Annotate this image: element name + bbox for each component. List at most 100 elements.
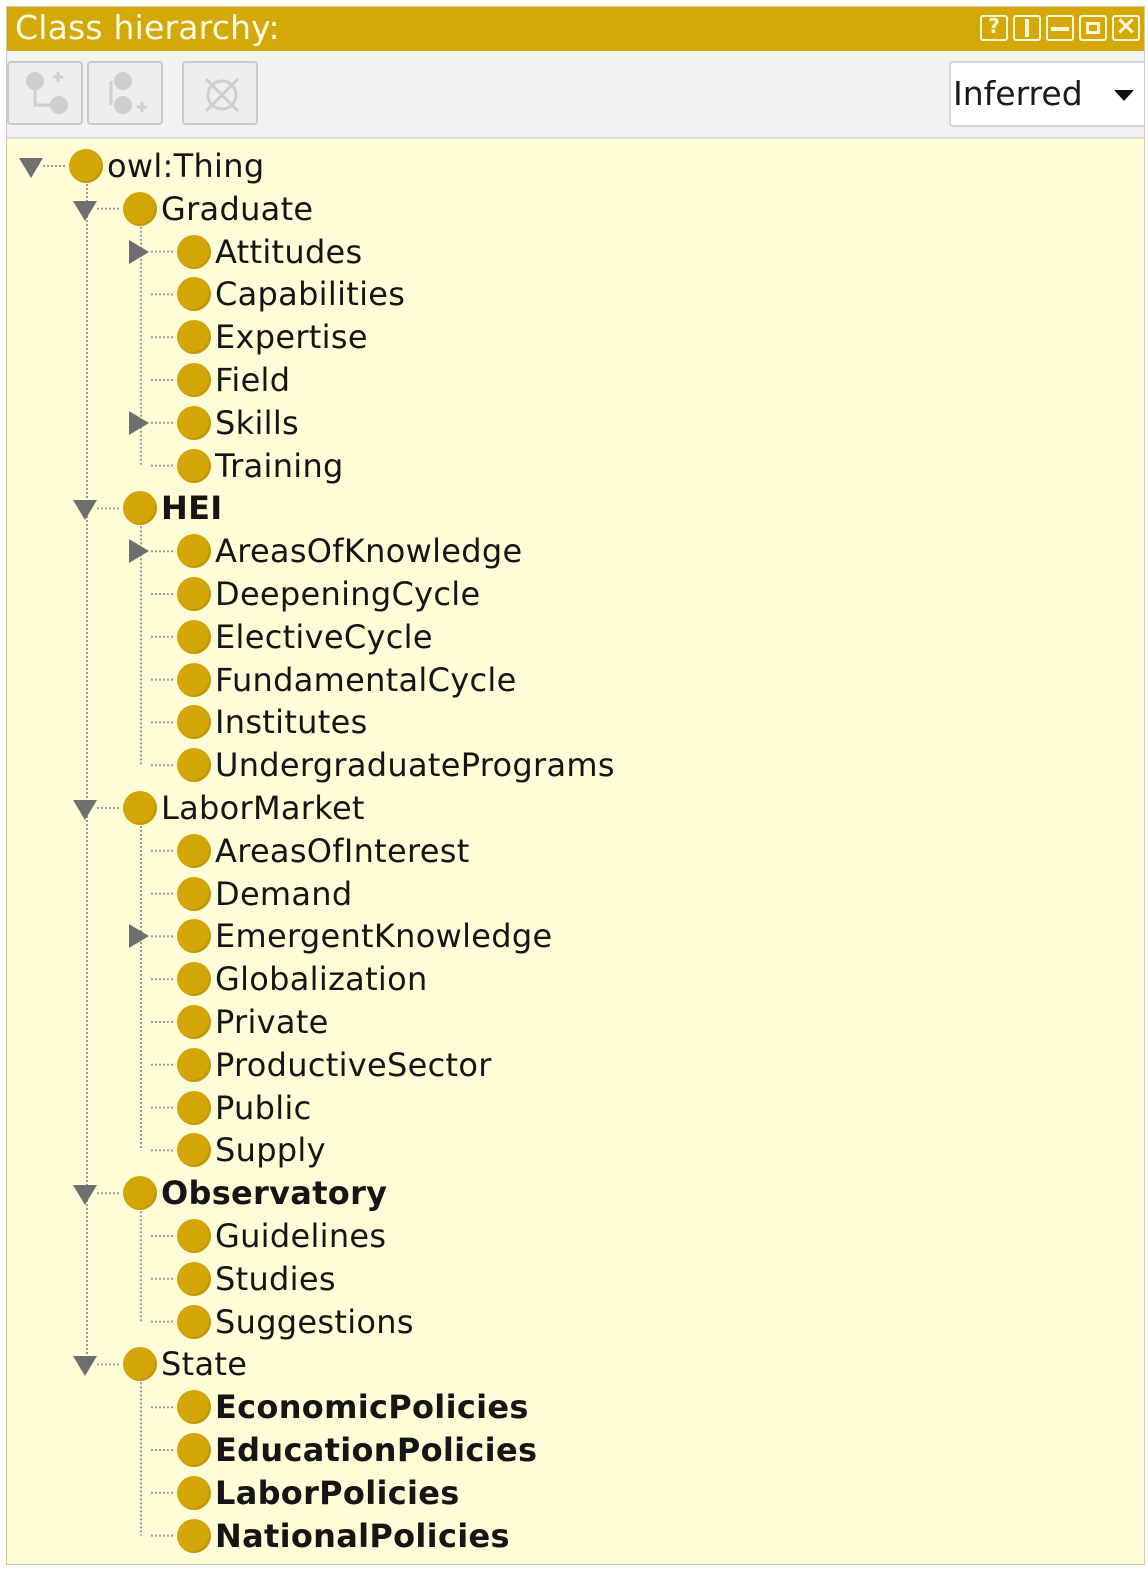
view-mode-value: Inferred: [953, 74, 1083, 113]
class-hierarchy-panel: Class hierarchy:: [6, 6, 1145, 1565]
class-icon: [123, 191, 157, 226]
tree-subclass-node[interactable]: Public: [177, 1087, 312, 1129]
hierarchy-toolbar: Inferred: [7, 51, 1144, 139]
class-icon: [177, 1219, 211, 1253]
class-label: Supply: [215, 1131, 326, 1170]
class-label: Attitudes: [215, 232, 363, 271]
class-label: Private: [215, 1003, 329, 1041]
class-label: Graduate: [161, 189, 314, 228]
tree-class-node[interactable]: Observatory: [73, 1172, 388, 1214]
class-icon: [177, 1005, 211, 1039]
tree-subclass-node[interactable]: Globalization: [177, 958, 428, 1000]
class-label: Field: [215, 361, 291, 399]
class-icon: [123, 491, 157, 526]
collapsed-toggle-icon[interactable]: [127, 410, 151, 435]
class-icon: [177, 1433, 211, 1467]
tree-subclass-node[interactable]: EmergentKnowledge: [129, 915, 553, 957]
tree-subclass-node[interactable]: AreasOfKnowledge: [129, 530, 522, 572]
tree-subclass-node[interactable]: EducationPolicies: [177, 1429, 537, 1471]
class-icon: [177, 577, 211, 611]
class-icon: [177, 320, 211, 355]
tree-class-node[interactable]: State: [73, 1343, 247, 1385]
tree-subclass-node[interactable]: Suggestions: [177, 1301, 414, 1343]
tree-subclass-node[interactable]: Demand: [177, 873, 353, 915]
class-label: AreasOfInterest: [215, 831, 470, 870]
tree-subclass-node[interactable]: Expertise: [177, 316, 368, 358]
tree-subclass-node[interactable]: Guidelines: [177, 1215, 386, 1257]
tree-subclass-node[interactable]: LaborPolicies: [177, 1472, 460, 1514]
close-icon[interactable]: [1112, 11, 1140, 41]
tree-subclass-node[interactable]: DeepeningCycle: [177, 573, 480, 615]
class-icon: [177, 833, 211, 868]
class-label: LaborMarket: [161, 789, 365, 827]
tree-subclass-node[interactable]: NationalPolicies: [177, 1515, 510, 1557]
class-icon: [177, 919, 211, 954]
class-label: NationalPolicies: [215, 1516, 510, 1555]
class-icon: [69, 149, 103, 183]
class-icon: [177, 234, 211, 269]
tree-subclass-node[interactable]: Skills: [129, 402, 299, 444]
delete-class-button[interactable]: [182, 61, 258, 125]
tree-subclass-node[interactable]: Studies: [177, 1258, 336, 1300]
add-subclass-button[interactable]: [7, 61, 83, 125]
collapsed-toggle-icon[interactable]: [127, 239, 151, 264]
tree-subclass-node[interactable]: Supply: [177, 1129, 326, 1171]
help-icon[interactable]: [980, 14, 1008, 41]
class-label: Studies: [215, 1259, 336, 1298]
minimize-icon[interactable]: [1046, 15, 1074, 41]
class-label: EconomicPolicies: [215, 1388, 529, 1427]
class-icon: [177, 1047, 211, 1082]
maximize-icon[interactable]: [1079, 15, 1107, 41]
class-icon: [123, 1176, 157, 1211]
expanded-toggle-icon[interactable]: [73, 197, 97, 221]
class-label: ElectiveCycle: [215, 617, 433, 656]
tree-subclass-node[interactable]: FundamentalCycle: [177, 659, 517, 701]
class-icon: [177, 1475, 211, 1510]
expanded-toggle-icon[interactable]: [73, 1352, 97, 1377]
tree-subclass-node[interactable]: Field: [177, 359, 290, 401]
expanded-toggle-icon[interactable]: [19, 154, 43, 178]
class-label: Demand: [215, 874, 353, 913]
chevron-down-icon: [1114, 90, 1134, 101]
tree-subclass-node[interactable]: ProductiveSector: [177, 1044, 492, 1086]
add-sibling-button[interactable]: [87, 61, 163, 125]
class-icon: [177, 1090, 211, 1125]
class-label: Training: [215, 446, 344, 485]
collapsed-toggle-icon[interactable]: [127, 539, 151, 564]
class-label: Public: [215, 1088, 312, 1127]
class-icon: [177, 1133, 211, 1168]
class-label: ProductiveSector: [215, 1045, 492, 1084]
tree-class-node[interactable]: LaborMarket: [73, 787, 365, 829]
class-icon: [177, 1261, 211, 1296]
class-icon: [177, 363, 211, 397]
collapsed-toggle-icon[interactable]: [127, 924, 151, 949]
tree-class-node[interactable]: Graduate: [73, 188, 314, 230]
class-icon: [177, 1518, 211, 1553]
class-label: Observatory: [161, 1174, 388, 1213]
tree-class-node[interactable]: HEI: [73, 487, 222, 529]
expanded-toggle-icon[interactable]: [73, 796, 97, 820]
window-buttons: [980, 11, 1140, 41]
tree-subclass-node[interactable]: Attitudes: [129, 231, 363, 273]
view-mode-select[interactable]: Inferred: [949, 61, 1144, 127]
split-icon[interactable]: [1013, 15, 1041, 41]
tree-subclass-node[interactable]: Institutes: [177, 701, 368, 743]
class-label: Globalization: [215, 960, 428, 999]
tree-subclass-node[interactable]: UndergraduatePrograms: [177, 744, 615, 786]
tree-subclass-node[interactable]: Capabilities: [177, 273, 405, 315]
expanded-toggle-icon[interactable]: [73, 496, 97, 521]
class-label: Skills: [215, 403, 299, 442]
tree-subclass-node[interactable]: AreasOfInterest: [177, 830, 470, 872]
class-label: owl:Thing: [107, 147, 265, 185]
tree-subclass-node[interactable]: Private: [177, 1001, 329, 1043]
expanded-toggle-icon[interactable]: [73, 1181, 97, 1206]
tree-subclass-node[interactable]: ElectiveCycle: [177, 616, 433, 658]
class-icon: [177, 405, 211, 440]
tree-subclass-node[interactable]: Training: [177, 445, 344, 487]
class-icon: [177, 534, 211, 569]
class-icon: [177, 1390, 211, 1425]
tree-root-node[interactable]: owl:Thing: [19, 145, 265, 187]
tree-subclass-node[interactable]: EconomicPolicies: [177, 1386, 529, 1428]
class-icon: [177, 876, 211, 911]
